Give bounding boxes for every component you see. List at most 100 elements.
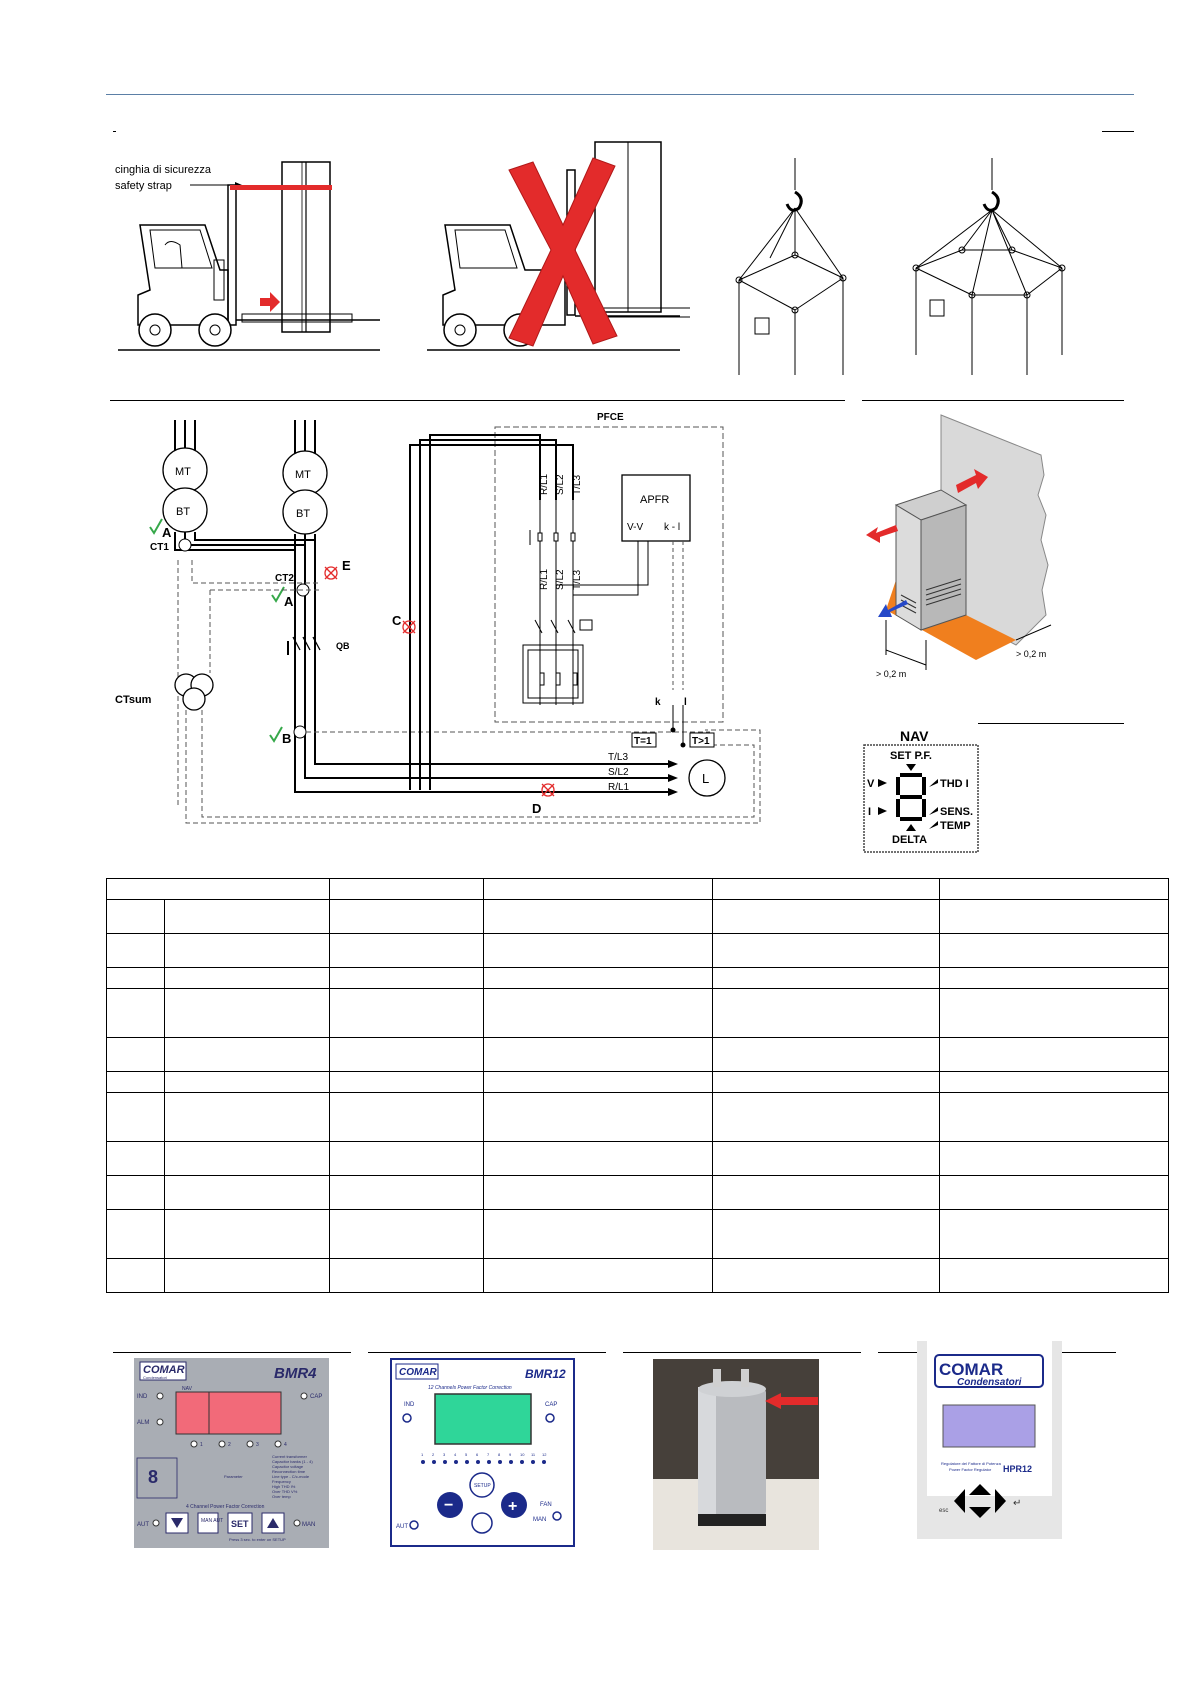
hpr12-left-button[interactable] bbox=[954, 1489, 965, 1513]
bt-label-2: BT bbox=[296, 508, 310, 520]
crane-lift-multi-point-figure bbox=[912, 158, 1066, 375]
bmr12-step-led bbox=[443, 1460, 447, 1464]
prohibited-x-icon bbox=[508, 157, 618, 347]
point-a-label: A bbox=[162, 525, 172, 540]
ct1-label: CT1 bbox=[150, 542, 169, 553]
table-row bbox=[106, 899, 1169, 934]
bmr12-step-label: 10 bbox=[520, 1452, 525, 1457]
bmr4-param-label: High THD I% bbox=[272, 1484, 296, 1489]
mt-label-2: MT bbox=[295, 469, 311, 481]
ctsum-label: CTsum bbox=[115, 694, 152, 706]
crane-lift-4-point-figure bbox=[735, 158, 847, 375]
bmr4-controller-panel: COMAR Condensatori BMR4 NAV IND ALM CAP … bbox=[134, 1358, 329, 1548]
bmr12-brand: COMAR bbox=[399, 1367, 438, 1378]
bmr12-controller-panel: COMAR BMR12 12 Channels Power Factor Cor… bbox=[390, 1358, 575, 1547]
rl1-in-label: R/L1 bbox=[539, 473, 550, 495]
bmr12-setup-label: SETUP bbox=[474, 1483, 491, 1489]
table-row bbox=[106, 967, 1169, 989]
bmr4-step-led bbox=[190, 1440, 198, 1448]
bmr12-caption: 12 Channels Power Factor Correction bbox=[428, 1385, 512, 1391]
table-row bbox=[106, 1037, 1169, 1072]
table-cell bbox=[939, 933, 1169, 968]
bmr12-step-led bbox=[421, 1460, 425, 1464]
bmr4-step-led bbox=[246, 1440, 254, 1448]
table-cell bbox=[482, 1258, 713, 1293]
up-arrow-icon bbox=[267, 1518, 279, 1528]
table-cell bbox=[106, 1209, 165, 1259]
table-cell bbox=[711, 1175, 941, 1210]
t1-label: T=1 bbox=[634, 736, 652, 747]
table-cell bbox=[106, 1071, 165, 1093]
bmr4-param-label: Reconnection time bbox=[272, 1469, 306, 1474]
safety-strap-label-en: safety strap bbox=[115, 180, 172, 192]
table-cell bbox=[328, 1175, 484, 1210]
table-cell bbox=[939, 1209, 1169, 1259]
thd-label: THD I bbox=[940, 778, 969, 790]
check-icon bbox=[271, 586, 285, 603]
kl-label: k - l bbox=[664, 522, 680, 533]
table-cell bbox=[482, 1175, 713, 1210]
l-terminal-label: l bbox=[684, 697, 687, 708]
point-d-label: D bbox=[532, 801, 541, 816]
bmr4-caption: 4 Channel Power Factor Correction bbox=[186, 1504, 265, 1510]
table-cell bbox=[482, 1071, 713, 1093]
bmr12-step-led bbox=[531, 1460, 535, 1464]
bmr12-step-led bbox=[498, 1460, 502, 1464]
strap-highlight bbox=[230, 185, 332, 190]
bmr4-step-label: 2 bbox=[228, 1442, 231, 1448]
table-cell bbox=[939, 1258, 1169, 1293]
bmr4-man-aut-button[interactable] bbox=[197, 1512, 219, 1534]
table-cell bbox=[939, 1071, 1169, 1093]
table-cell bbox=[482, 899, 713, 934]
table-cell bbox=[328, 1209, 484, 1259]
bmr12-step-led bbox=[509, 1460, 513, 1464]
tl3-out-label: T/L3 bbox=[608, 752, 628, 763]
table-cell bbox=[163, 1071, 330, 1093]
bmr4-ind-label: IND bbox=[137, 1394, 148, 1400]
header-tick-right bbox=[1102, 131, 1134, 132]
minus-icon: − bbox=[444, 1497, 453, 1514]
section-rule bbox=[368, 1352, 606, 1353]
hpr12-desc-it: Regolatore del Fattore di Potenza bbox=[941, 1461, 1002, 1466]
bmr12-step-label: 5 bbox=[465, 1452, 468, 1457]
table-cell bbox=[711, 1037, 941, 1072]
hpr12-right-button[interactable] bbox=[995, 1489, 1006, 1513]
hpr12-model: HPR12 bbox=[1003, 1464, 1032, 1474]
sl2-mid-label: S/L2 bbox=[555, 569, 566, 590]
bmr12-minus-button[interactable] bbox=[437, 1492, 463, 1518]
hpr12-up-button[interactable] bbox=[969, 1484, 991, 1495]
bmr4-model: BMR4 bbox=[274, 1365, 317, 1382]
section-rule bbox=[623, 1352, 861, 1353]
strap-arrow-icon bbox=[260, 292, 280, 312]
table-cell bbox=[163, 1141, 330, 1176]
bmr4-step-label: 4 bbox=[284, 1442, 287, 1448]
delta-label: DELTA bbox=[892, 834, 927, 846]
table-cell bbox=[482, 1209, 713, 1259]
hpr12-down-button[interactable] bbox=[969, 1507, 991, 1518]
table-row bbox=[106, 1092, 1169, 1142]
bmr12-hand-button[interactable] bbox=[471, 1512, 493, 1534]
bmr12-step-label: 9 bbox=[509, 1452, 512, 1457]
bmr4-set-button[interactable] bbox=[227, 1512, 253, 1534]
bmr12-plus-button[interactable] bbox=[501, 1492, 527, 1518]
safety-strap-label-it: cinghia di sicurezza bbox=[115, 164, 212, 176]
crane-hook-icon bbox=[785, 190, 803, 212]
tl3-in-label: T/L3 bbox=[572, 475, 583, 495]
bmr4-param-label: Over THD V% bbox=[272, 1489, 298, 1494]
pfce-label: PFCE bbox=[597, 412, 624, 423]
bmr12-setup-button[interactable] bbox=[469, 1472, 495, 1498]
table-cell bbox=[711, 1209, 941, 1259]
table-cell bbox=[163, 988, 330, 1038]
table-cell bbox=[106, 1258, 165, 1293]
bmr4-set-label: SET bbox=[231, 1519, 249, 1529]
bmr12-step-label: 2 bbox=[432, 1452, 435, 1457]
rl1-mid-label: R/L1 bbox=[539, 568, 550, 590]
bmr12-step-label: 8 bbox=[498, 1452, 501, 1457]
ct2-label: CT2 bbox=[275, 573, 294, 584]
table-header-cell bbox=[328, 878, 484, 900]
bmr4-parameter-label: Parameter bbox=[224, 1474, 243, 1479]
bmr12-cap-label: CAP bbox=[545, 1402, 557, 1408]
header-rule bbox=[106, 94, 1134, 95]
section-rule bbox=[110, 400, 845, 401]
capacitor-arrow-icon bbox=[765, 1393, 818, 1409]
